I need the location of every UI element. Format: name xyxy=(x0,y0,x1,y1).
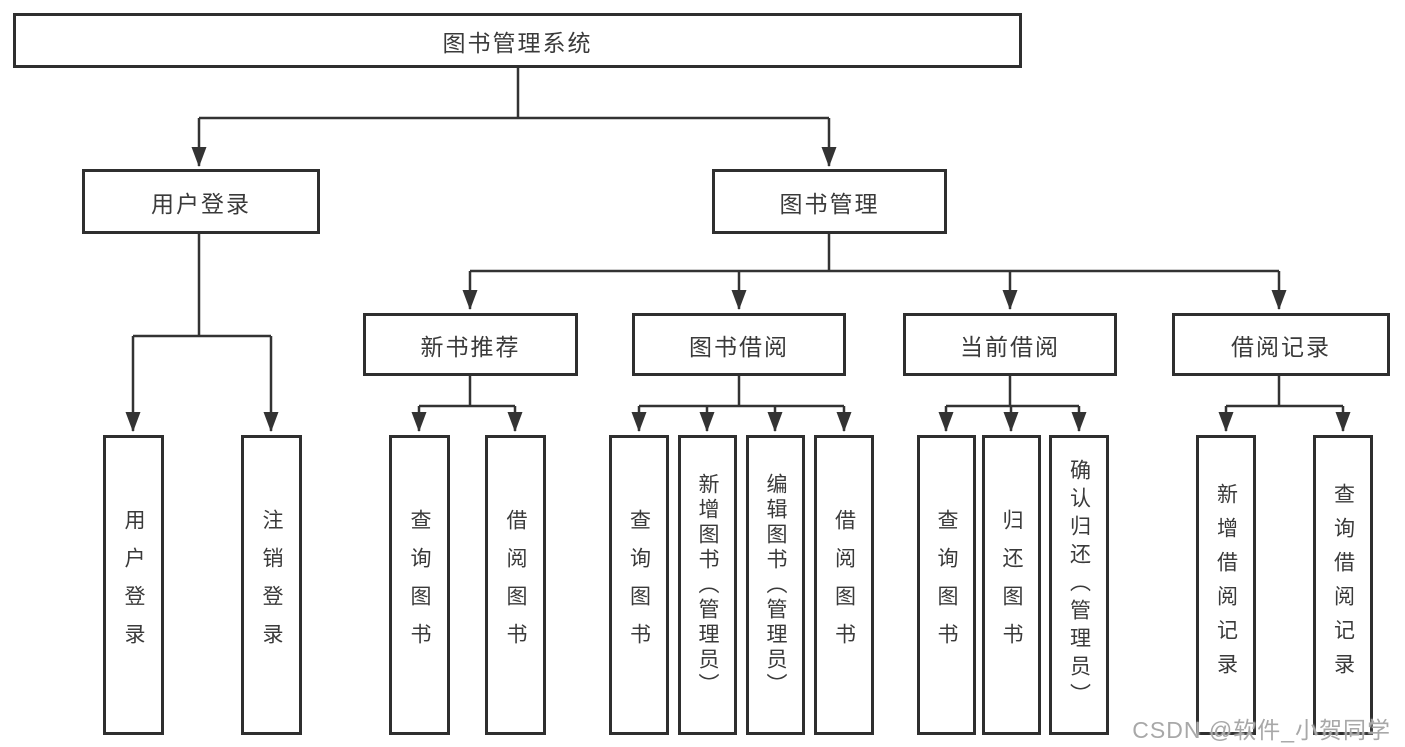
node-library-management-system: 图书管理系统 xyxy=(13,13,1022,68)
leaf-borrow-edit-books-admin: 编辑图书（管理员） xyxy=(746,435,805,735)
leaf-records-query-record: 查询借阅记录 xyxy=(1313,435,1373,735)
leaf-current-query-books: 查询图书 xyxy=(917,435,976,735)
node-current-borrow: 当前借阅 xyxy=(903,313,1117,376)
node-book-management: 图书管理 xyxy=(712,169,947,234)
leaf-records-add-record: 新增借阅记录 xyxy=(1196,435,1256,735)
leaf-current-confirm-return-admin: 确认归还（管理员） xyxy=(1049,435,1109,735)
node-borrow-records: 借阅记录 xyxy=(1172,313,1390,376)
leaf-user-login: 用户登录 xyxy=(103,435,164,735)
node-user-login: 用户登录 xyxy=(82,169,320,234)
node-new-book-recommend: 新书推荐 xyxy=(363,313,578,376)
leaf-logout: 注销登录 xyxy=(241,435,302,735)
leaf-recommend-query-books: 查询图书 xyxy=(389,435,450,735)
leaf-borrow-borrow-books: 借阅图书 xyxy=(814,435,874,735)
leaf-borrow-add-books-admin: 新增图书（管理员） xyxy=(678,435,737,735)
leaf-current-return-books: 归还图书 xyxy=(982,435,1041,735)
node-book-borrow: 图书借阅 xyxy=(632,313,846,376)
csdn-watermark: CSDN @软件_小贺同学 xyxy=(1132,717,1391,743)
leaf-recommend-borrow-books: 借阅图书 xyxy=(485,435,546,735)
leaf-borrow-query-books: 查询图书 xyxy=(609,435,669,735)
